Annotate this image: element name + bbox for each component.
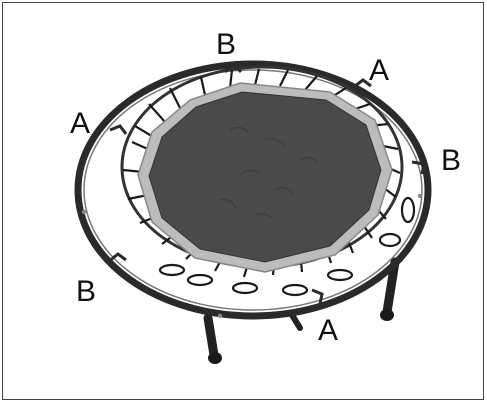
label-b-top: B [216, 30, 236, 60]
label-a-bottom: A [318, 316, 338, 346]
label-a-top-right: A [369, 56, 389, 86]
label-a-left: A [70, 109, 90, 139]
label-b-right: B [441, 146, 461, 176]
label-b-bottom-left: B [76, 277, 96, 307]
